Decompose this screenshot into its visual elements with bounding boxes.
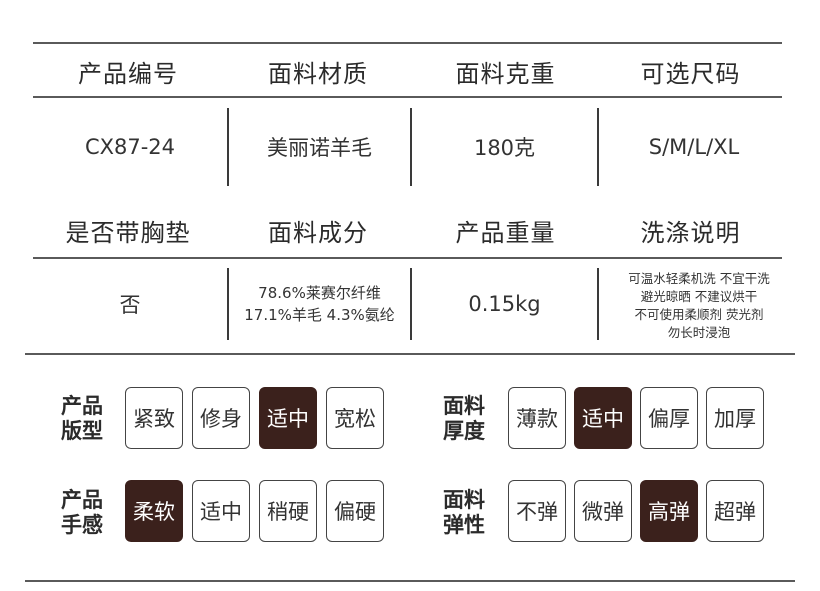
elasticity-option-high[interactable]: 高弹	[640, 480, 698, 542]
wash-line: 可温水轻柔机洗 不宜干洗	[628, 271, 770, 286]
v-sep	[410, 268, 412, 340]
thickness-label-line: 面料	[443, 394, 485, 418]
thickness-option-medium[interactable]: 适中	[574, 387, 632, 449]
header-product-weight: 产品重量	[455, 218, 556, 247]
elasticity-label-line: 弹性	[443, 513, 485, 537]
value-product-code: CX87-24	[84, 135, 176, 159]
elasticity-label-line: 面料	[443, 488, 485, 512]
thickness-label-line: 厚度	[443, 419, 485, 443]
header-fabric-weight: 面料克重	[455, 59, 556, 88]
fit-label: 产品 版型	[57, 394, 107, 444]
header-product-code: 产品编号	[78, 59, 178, 88]
thickness-label: 面料 厚度	[439, 394, 489, 444]
header-rule-2	[33, 257, 782, 259]
feel-label-line: 产品	[61, 488, 103, 512]
section-rule	[25, 353, 795, 355]
thickness-option-extra-thick[interactable]: 加厚	[706, 387, 764, 449]
v-sep	[410, 108, 412, 186]
feel-option-slightly-stiff[interactable]: 稍硬	[259, 480, 317, 542]
top-rule	[33, 42, 782, 44]
wash-line: 避光晾晒 不建议烘干	[640, 289, 758, 304]
header-fabric-material: 面料材质	[268, 59, 368, 88]
fit-option-loose[interactable]: 宽松	[326, 387, 384, 449]
fit-label-line: 产品	[61, 394, 103, 418]
value-fabric-weight: 180克	[473, 136, 536, 160]
fit-option-tight[interactable]: 紧致	[125, 387, 183, 449]
v-sep	[227, 108, 229, 186]
feel-label-line: 手感	[61, 513, 103, 537]
value-fabric-material: 美丽诺羊毛	[267, 136, 372, 160]
elasticity-option-super[interactable]: 超弹	[706, 480, 764, 542]
wash-line: 勿长时浸泡	[667, 325, 731, 340]
thickness-option-thin[interactable]: 薄款	[508, 387, 566, 449]
wash-line: 不可使用柔顺剂 荧光剂	[634, 307, 764, 322]
bottom-rule	[25, 580, 795, 582]
v-sep	[597, 268, 599, 340]
v-sep	[227, 268, 229, 340]
elasticity-label: 面料 弹性	[439, 488, 489, 538]
feel-label: 产品 手感	[57, 488, 107, 538]
elasticity-option-none[interactable]: 不弹	[508, 480, 566, 542]
header-chest-pad: 是否带胸垫	[65, 218, 191, 247]
feel-option-soft[interactable]: 柔软	[125, 480, 183, 542]
value-product-weight: 0.15kg	[468, 292, 541, 316]
header-composition: 面料成分	[268, 218, 368, 247]
elasticity-option-slight[interactable]: 微弹	[574, 480, 632, 542]
value-composition: 78.6%莱赛尔纤维 17.1%羊毛 4.3%氨纶	[229, 268, 410, 340]
feel-option-medium[interactable]: 适中	[192, 480, 250, 542]
v-sep	[597, 108, 599, 186]
thickness-option-thick[interactable]: 偏厚	[640, 387, 698, 449]
value-sizes: S/M/L/XL	[648, 135, 740, 159]
fit-option-regular[interactable]: 适中	[259, 387, 317, 449]
composition-line: 78.6%莱赛尔纤维	[258, 284, 381, 302]
fit-option-slim[interactable]: 修身	[192, 387, 250, 449]
value-wash: 可温水轻柔机洗 不宜干洗 避光晾晒 不建议烘干 不可使用柔顺剂 荧光剂 勿长时浸…	[599, 264, 799, 348]
header-sizes: 可选尺码	[640, 59, 741, 88]
header-wash: 洗涤说明	[640, 218, 741, 247]
header-rule-1	[33, 96, 782, 98]
feel-option-stiff[interactable]: 偏硬	[326, 480, 384, 542]
fit-label-line: 版型	[61, 419, 103, 443]
composition-line: 17.1%羊毛 4.3%氨纶	[244, 306, 395, 324]
value-chest-pad: 否	[119, 293, 141, 317]
